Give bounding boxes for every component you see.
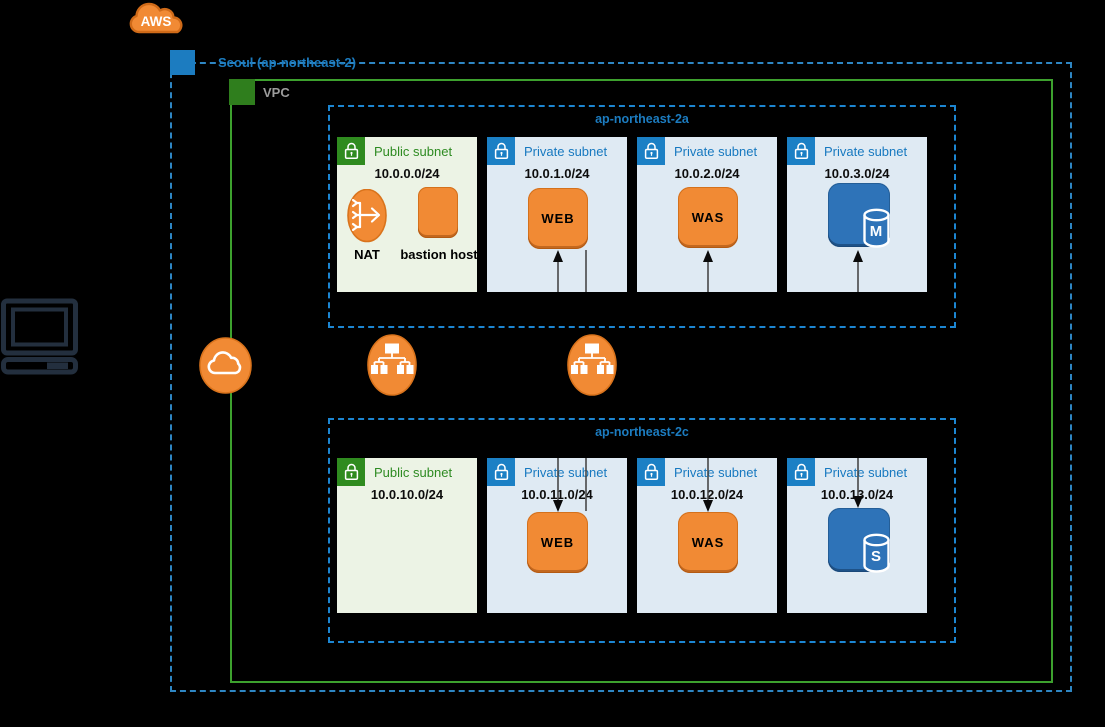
subnet-title: Public subnet [374, 465, 453, 480]
vpc-label: VPC [263, 85, 290, 100]
subnet-cidr: 10.0.3.0/24 [824, 166, 890, 181]
subnet-title: Private subnet [524, 465, 608, 480]
subnet-title: Private subnet [674, 144, 758, 159]
subnet-cidr: 10.0.2.0/24 [674, 166, 740, 181]
subnet-cidr: 10.0.0.0/24 [374, 166, 440, 181]
lock-icon [787, 458, 815, 486]
instance-label: WAS [691, 535, 725, 550]
private-subnet-10-0-3-0: Private subnet 10.0.3.0/24 [787, 137, 927, 292]
az-label: ap-northeast-2c [595, 425, 689, 439]
database-cylinder-icon: M [863, 208, 890, 248]
rds-master-icon: M [828, 183, 890, 248]
instance-label: WAS [691, 210, 725, 225]
subnet-cidr: 10.0.11.0/24 [521, 487, 593, 502]
rds-master-label: M [870, 223, 884, 240]
availability-zone-2a: ap-northeast-2a [328, 105, 956, 328]
subnet-cidr: 10.0.13.0/24 [820, 487, 894, 502]
internet-gateway-icon [199, 337, 252, 394]
instance-label: WEB [540, 535, 575, 550]
aws-cloud-icon: AWS [129, 2, 183, 34]
subnet-title: Private subnet [674, 465, 758, 480]
region-label: Seoul (ap-northeast-2) [218, 55, 356, 70]
public-subnet-10-0-10-0: Public subnet 10.0.10.0/24 [337, 458, 477, 613]
region-boundary [170, 62, 1072, 692]
lock-icon [337, 458, 365, 486]
load-balancer-icon-internal [567, 334, 617, 396]
aws-cloud-label: AWS [141, 14, 172, 29]
lock-icon [637, 137, 665, 165]
subnet-cidr: 10.0.12.0/24 [670, 487, 744, 502]
web-instance-2c: WEB [527, 512, 588, 573]
availability-zone-2c: ap-northeast-2c [328, 418, 956, 643]
subnet-title: Public subnet [374, 144, 453, 159]
region-icon [170, 50, 195, 75]
subnet-cidr: 10.0.10.0/24 [370, 487, 444, 502]
lock-icon [487, 458, 515, 486]
subnet-title: Private subnet [524, 144, 608, 159]
lock-icon [337, 137, 365, 165]
rds-standby-label: S [871, 548, 882, 565]
client-computer-icon [1, 298, 78, 375]
rds-standby-icon: S [828, 508, 890, 573]
lock-icon [487, 137, 515, 165]
nat-gateway-icon [347, 189, 387, 243]
was-instance-2a: WAS [678, 187, 738, 248]
nat-label: NAT [354, 247, 380, 262]
load-balancer-icon-external [367, 334, 417, 396]
az-label: ap-northeast-2a [595, 112, 689, 126]
subnet-cidr: 10.0.1.0/24 [524, 166, 590, 181]
lock-icon [787, 137, 815, 165]
instance-label: WEB [541, 211, 575, 226]
vpc-icon [229, 79, 255, 105]
was-instance-2c: WAS [678, 512, 738, 573]
subnet-title: Private subnet [824, 465, 908, 480]
database-cylinder-icon: S [863, 533, 890, 573]
lock-icon [637, 458, 665, 486]
bastion-host-label: bastion host [400, 247, 478, 262]
bastion-host-icon [418, 187, 458, 238]
web-instance-2a: WEB [528, 188, 588, 249]
subnet-title: Private subnet [824, 144, 908, 159]
